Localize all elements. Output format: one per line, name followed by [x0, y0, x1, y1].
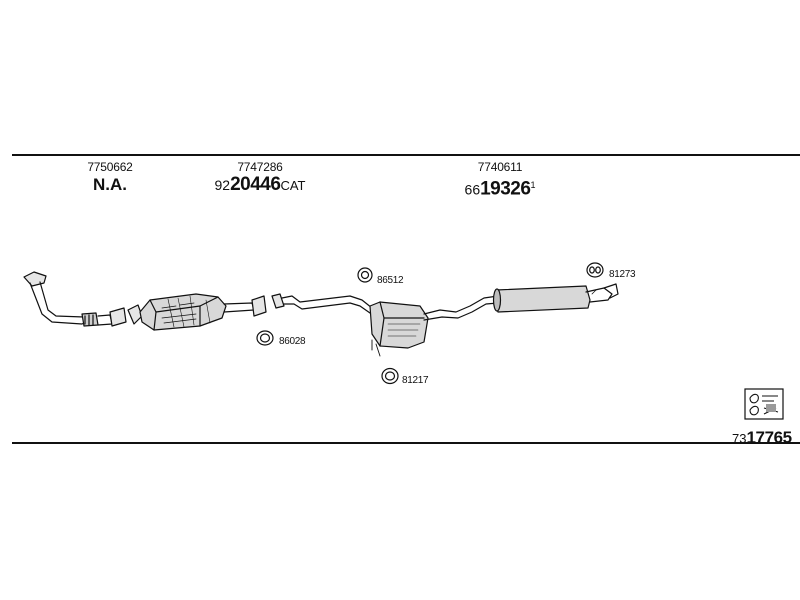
exhaust-ref-number: 19326: [480, 178, 531, 200]
rear-silencer: [492, 283, 619, 313]
column-exhaust-system: 7740611 66193261: [440, 160, 560, 201]
diagram-ref-prefix: 73: [732, 431, 747, 446]
middle-silencer-section: [271, 293, 499, 357]
exhaust-ref-superscript: 1: [530, 180, 536, 190]
catalyst: [127, 293, 267, 331]
part-number-catalyst: 7747286: [237, 160, 283, 174]
exhaust-ref-prefix: 66: [464, 181, 481, 198]
ring-81217: [381, 367, 399, 385]
top-rule: [12, 154, 800, 156]
part-number-exhaust: 7740611: [477, 160, 523, 174]
bottom-rule: [12, 442, 800, 444]
catalyst-ref-suffix: CAT: [280, 178, 306, 193]
catalyst-reference: 9220446CAT: [200, 174, 320, 197]
label-gasket-86028: 86028: [279, 336, 306, 347]
label-clamp-86512: 86512: [377, 275, 404, 286]
label-hanger-81273: 81273: [609, 269, 636, 280]
gasket-86028: [256, 330, 274, 346]
diagram-reference-number: 7317765: [732, 428, 792, 448]
na-label: N.A.: [93, 175, 127, 194]
catalyst-ref-number: 20446: [230, 174, 281, 195]
exhaust-reference: 66193261: [440, 174, 560, 201]
front-pipe: [23, 271, 127, 327]
column-front-pipe: 7750662 N.A.: [70, 160, 150, 196]
clamp-86512: [357, 267, 373, 283]
column-catalyst: 7747286 9220446CAT: [200, 160, 320, 197]
catalyst-ref-prefix: 92: [214, 177, 231, 193]
diagram-ref-number: 17765: [746, 428, 792, 447]
exhaust-reference-icon: [744, 388, 784, 420]
label-ring-81217: 81217: [402, 375, 429, 386]
part-number-front-pipe: 7750662: [87, 160, 133, 174]
hanger-81273: [586, 262, 604, 278]
